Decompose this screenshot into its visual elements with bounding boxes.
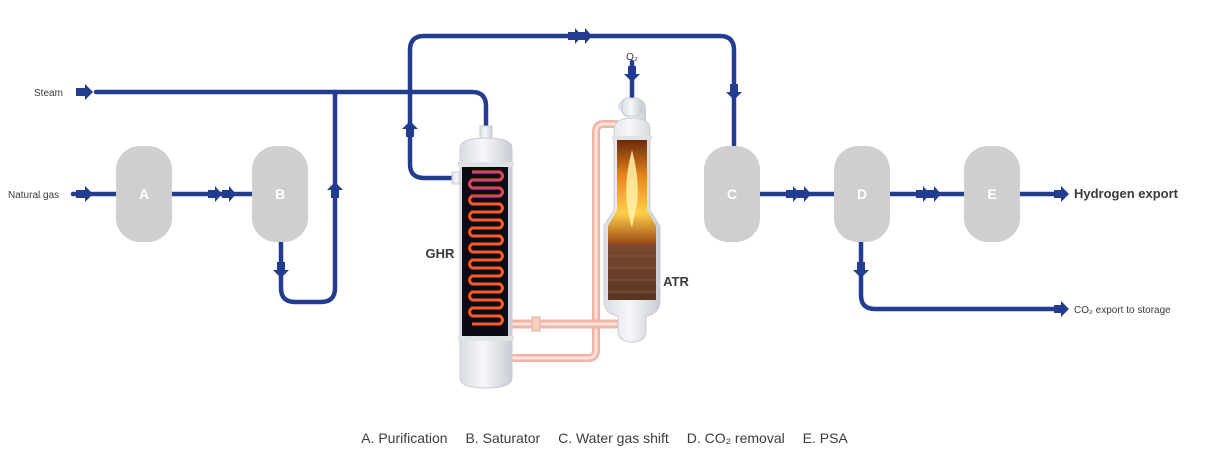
steam-line bbox=[93, 89, 489, 131]
top-bypass-line bbox=[407, 33, 737, 181]
atr-top-nozzle bbox=[621, 97, 643, 117]
vessel-d-label: D bbox=[857, 186, 867, 202]
atr-flange bbox=[612, 136, 652, 140]
hot-transfer-pipes bbox=[501, 120, 621, 362]
ghr-flange-bottom bbox=[458, 336, 514, 341]
arrow-a-b-2 bbox=[222, 186, 236, 202]
arrow-loop-up bbox=[327, 182, 343, 198]
vessel-c-label: C bbox=[727, 186, 737, 202]
legend: A. Purification B. Saturator C. Water ga… bbox=[0, 430, 1209, 446]
arrow-c-d-2 bbox=[797, 186, 811, 202]
vessel-d[interactable]: D bbox=[834, 146, 890, 242]
co2-export-label: CO₂ export to storage bbox=[1074, 305, 1171, 316]
legend-co2-removal: D. CO₂ removal bbox=[686, 430, 785, 446]
vessel-a[interactable]: A bbox=[116, 146, 172, 242]
legend-water-gas-shift: C. Water gas shift bbox=[558, 430, 669, 446]
b-loop-line bbox=[278, 89, 338, 305]
process-pipes bbox=[70, 33, 1067, 312]
flow-arrows bbox=[76, 28, 1069, 317]
arrow-b-down bbox=[273, 262, 289, 278]
vessel-a-label: A bbox=[139, 186, 149, 202]
legend-psa: E. PSA bbox=[802, 430, 848, 446]
atr-reactor[interactable]: ATR bbox=[603, 97, 689, 343]
arrow-a-b-1 bbox=[208, 186, 222, 202]
atr-flame bbox=[626, 150, 638, 228]
legend-purification: A. Purification bbox=[361, 430, 448, 446]
vessels: A B C D E bbox=[116, 146, 1020, 242]
arrow-d-e-2 bbox=[927, 186, 941, 202]
arrow-c-down bbox=[726, 84, 742, 100]
atr-catalyst-bed bbox=[608, 244, 656, 300]
arrow-steam bbox=[76, 84, 93, 100]
vessel-b[interactable]: B bbox=[252, 146, 308, 242]
arrow-c-d-1 bbox=[786, 186, 800, 202]
natural-gas-label: Natural gas bbox=[8, 190, 59, 201]
arrow-d-down bbox=[853, 262, 869, 278]
legend-saturator: B. Saturator bbox=[465, 430, 541, 446]
ghr-coil bbox=[468, 170, 504, 326]
vessel-c[interactable]: C bbox=[704, 146, 760, 242]
vessel-e-label: E bbox=[987, 186, 996, 202]
ghr-flange-top bbox=[458, 162, 514, 167]
oxygen-label: O₂ bbox=[626, 52, 638, 63]
steam-label: Steam bbox=[34, 88, 63, 99]
co2-export-line bbox=[858, 237, 1067, 312]
ghr-label: GHR bbox=[426, 246, 456, 261]
arrow-natural-gas bbox=[76, 186, 93, 202]
arrow-bypass-up bbox=[402, 121, 418, 137]
vessel-b-label: B bbox=[275, 186, 285, 202]
atr-label: ATR bbox=[663, 274, 689, 289]
hot-pipe-flange bbox=[531, 316, 541, 332]
arrow-co2 bbox=[1054, 301, 1069, 317]
arrow-o2-down bbox=[624, 66, 640, 82]
ghr-reactor[interactable]: GHR bbox=[426, 125, 514, 389]
arrow-d-e-1 bbox=[916, 186, 930, 202]
hydrogen-export-label: Hydrogen export bbox=[1074, 186, 1179, 201]
arrow-top-2 bbox=[578, 28, 592, 44]
vessel-e[interactable]: E bbox=[964, 146, 1020, 242]
arrow-hydrogen bbox=[1054, 186, 1069, 202]
